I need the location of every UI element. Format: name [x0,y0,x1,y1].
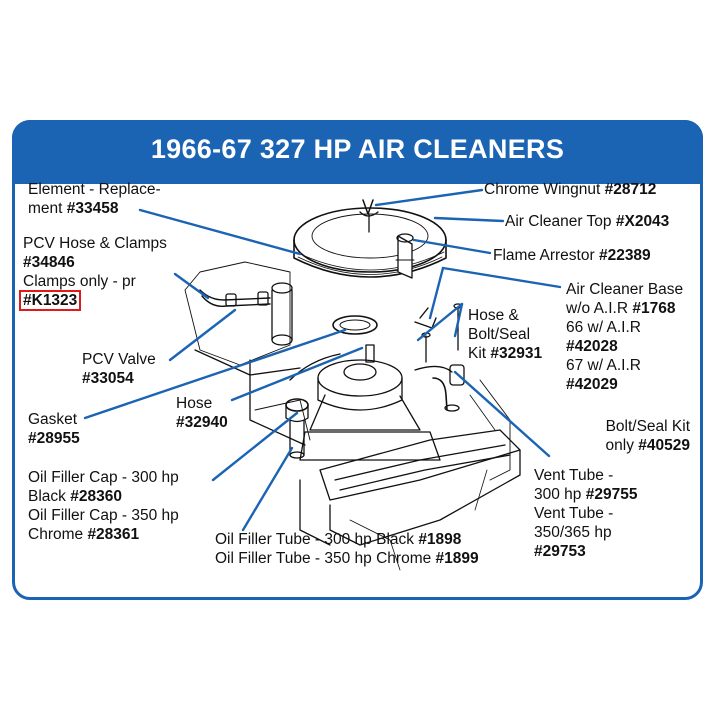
leader-lines [83,188,562,532]
part-number: #1899 [435,550,479,567]
part-number: #28955 [28,430,80,447]
part-number: #32931 [490,345,543,362]
part-number: #34846 [23,254,75,271]
callout-pcv-hose: PCV Hose & Clamps #34846 Clamps only - p… [19,234,167,311]
part-number: #40529 [638,437,690,454]
part-number: #1898 [418,531,462,548]
part-number: #33458 [66,200,119,217]
callout-hose-bolt-seal-kit: Hose & Bolt/Seal Kit #32931 [468,307,543,362]
highlighted-part-number: #K1323 [19,290,82,311]
part-number: #1768 [632,300,676,317]
part-number: #X2043 [615,213,670,230]
callout-oil-filler-tube: Oil Filler Tube - 300 hp Black #1898 Oil… [215,531,479,567]
title-banner [12,120,703,184]
part-number: #32940 [176,414,228,431]
carburetor [299,359,441,461]
engine-block [184,261,521,571]
part-number: #42029 [566,376,618,393]
callout-flame-arrestor: Flame Arrestor #22389 [493,247,651,264]
callout-pcv-valve: PCV Valve #33054 [82,351,156,387]
callout-vent-tube: Vent Tube - 300 hp #29755 Vent Tube - 35… [534,467,638,560]
part-number: #29755 [585,486,638,503]
part-number: #28712 [604,181,657,198]
gasket-ring [332,315,378,335]
callout-hose: Hose #32940 [176,395,228,431]
callout-element: Element - Replace- ment #33458 [28,181,161,217]
part-number: #28361 [87,526,140,543]
part-number: #33054 [82,370,134,387]
part-number: #28360 [70,488,122,505]
oil-filler [285,398,309,459]
part-number: #42028 [566,338,618,355]
callout-oil-filler-cap: Oil Filler Cap - 300 hp Black #28360 Oil… [28,469,179,543]
callout-air-cleaner-top: Air Cleaner Top #X2043 [505,213,670,230]
callout-gasket: Gasket #28955 [28,411,80,447]
air-cleaner-assembly [293,199,447,279]
part-number: #22389 [598,247,651,264]
callout-air-cleaner-base: Air Cleaner Base w/o A.I.R #1768 66 w/ A… [566,281,684,393]
part-number: #29753 [534,543,586,560]
page-title: 1966-67 327 HP AIR CLEANERS [150,134,565,164]
callout-bolt-seal-kit: Bolt/Seal Kit only #40529 [605,418,690,454]
callout-wingnut: Chrome Wingnut #28712 [484,181,657,198]
